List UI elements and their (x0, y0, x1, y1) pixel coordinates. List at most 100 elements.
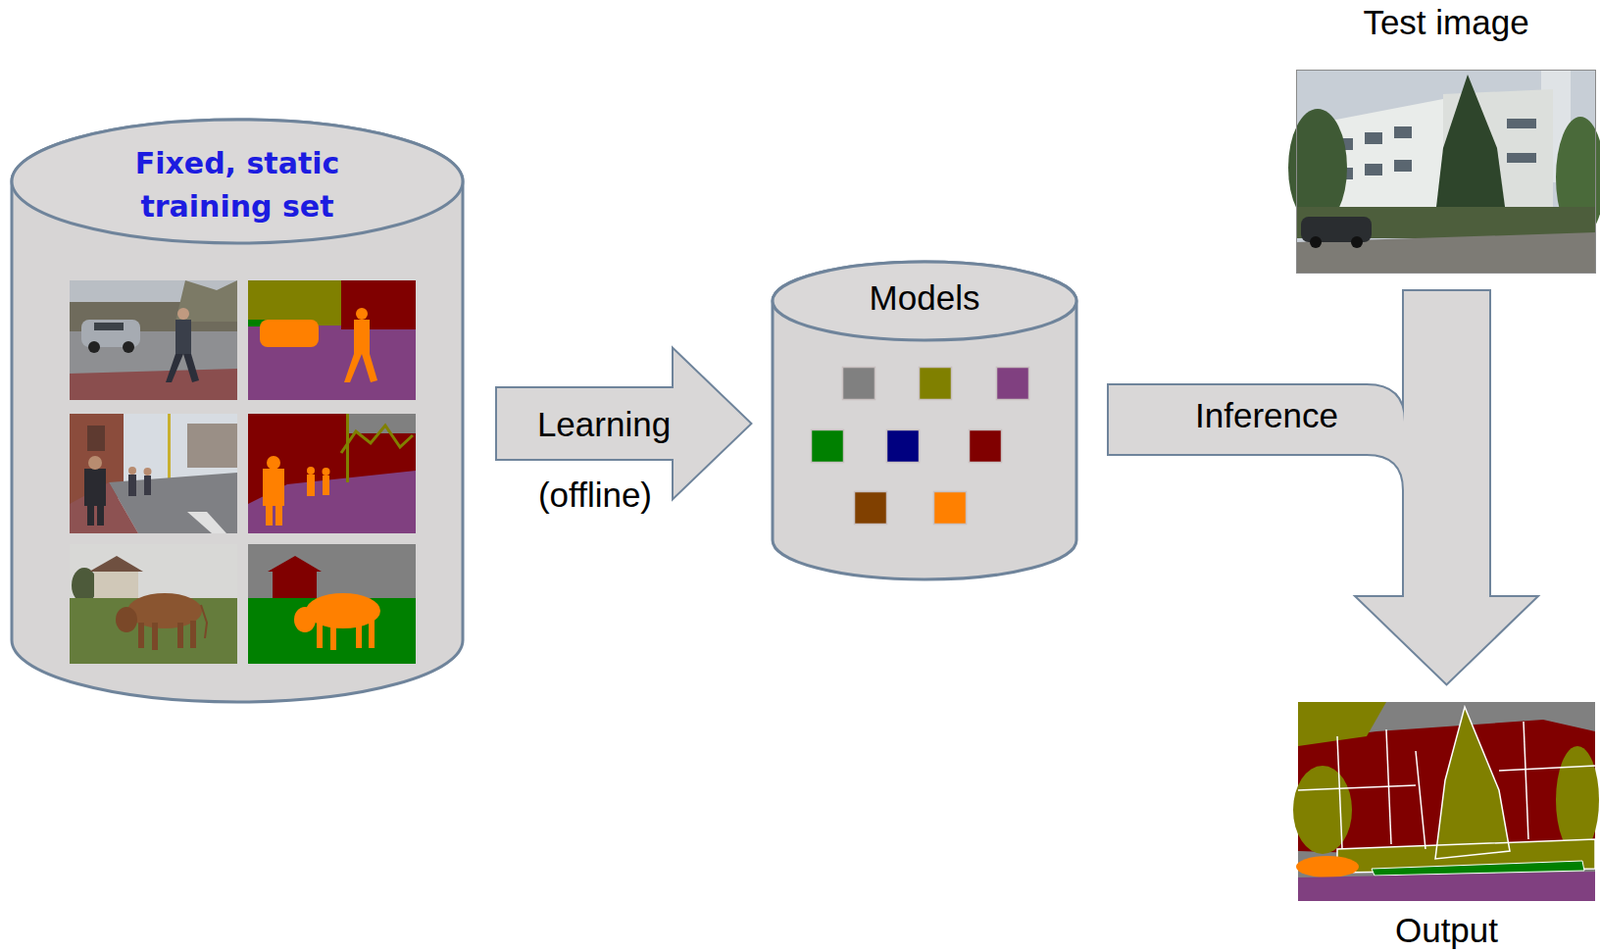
segmentation-map (248, 413, 416, 534)
cylinder-shape-part (11, 119, 463, 702)
output-segmentation-part (1298, 706, 1596, 873)
output-segmentation-part (1555, 746, 1600, 854)
segmentation-map-part (341, 280, 416, 330)
image-heading: Output (1395, 910, 1499, 950)
output-segmentation-part-part (1435, 706, 1510, 859)
cow-photo-part (190, 620, 197, 649)
output-segmentation-part (1293, 765, 1352, 854)
street-photo-part (69, 368, 238, 400)
test-image: Test image (1296, 69, 1597, 274)
cow-photo-part (69, 544, 238, 664)
test-photo-part (1506, 118, 1537, 129)
segmentation-map-part (265, 505, 273, 526)
test-photo (1296, 69, 1597, 274)
model-squares-part (811, 430, 845, 463)
output-segmentation (1298, 701, 1596, 901)
segmentation-map-part (272, 569, 317, 601)
segmentation-map-part (322, 467, 331, 476)
cylinder-title: Models (869, 278, 981, 318)
block-arrow-fill (497, 350, 750, 498)
segmentation-map-part (267, 555, 322, 572)
output-segmentation-part-part (1298, 785, 1416, 791)
model-squares-part (934, 492, 967, 525)
output-segmentation-part-part (1415, 750, 1426, 850)
street-photo-part (167, 413, 171, 483)
cow-photo-part (200, 604, 207, 639)
street-photo-part (187, 511, 227, 534)
street-photo-part (183, 353, 200, 383)
output-segmentation-part-part (1337, 736, 1343, 850)
segmentation-map-part (346, 413, 350, 483)
street-photo (69, 413, 238, 534)
street-photo-part (175, 319, 192, 354)
arrow-label: Learning (537, 404, 671, 445)
test-photo-part (1506, 152, 1537, 163)
segmentation-map-part (266, 455, 281, 470)
segmentation-map-part (294, 606, 316, 633)
cow-photo-part (115, 606, 138, 633)
street-photo-part (94, 322, 124, 331)
street-photo-part (88, 341, 100, 353)
test-photo-part (1394, 159, 1412, 172)
segmentation-map-part (344, 353, 362, 383)
arrow-label: Inference (1195, 396, 1339, 436)
segmentation-map-part (368, 620, 375, 649)
test-photo-part (1309, 236, 1322, 249)
image-heading: Test image (1362, 2, 1529, 43)
model-squares-part (997, 367, 1030, 400)
segmentation-map-part (322, 475, 330, 496)
segmentation-map-part (259, 319, 319, 348)
segmentation-map-part (262, 468, 285, 506)
cow-photo-part (94, 569, 139, 601)
segmentation-map-part (275, 505, 283, 526)
street-photo-part (144, 475, 151, 496)
model-squares-part (854, 492, 888, 525)
segmentation-map-part (316, 622, 323, 649)
cylinder-shape-part (772, 261, 1077, 580)
edge-note: (offline) (538, 475, 652, 515)
training-set-cylinder: Fixed, static training set (9, 117, 465, 704)
model-squares-part (969, 430, 1002, 463)
output-segmentation-part-part (1523, 721, 1529, 840)
street-photo (69, 280, 238, 400)
street-photo-part (187, 423, 238, 468)
segmentation-map (248, 544, 416, 664)
street-photo-part (87, 425, 105, 451)
block-arrow-fill (1108, 385, 1448, 491)
segmentation-map-part (306, 474, 315, 497)
test-photo-part (1350, 236, 1363, 249)
output-segmentation-part (1298, 701, 1387, 747)
segmentation-map-part (248, 544, 416, 664)
test-photo-part (1297, 70, 1597, 274)
street-photo-part (87, 505, 95, 526)
test-photo-part (1364, 163, 1383, 176)
street-photo-part (128, 474, 137, 497)
segmentation-map-part (330, 622, 337, 650)
cylinder-shape-part (11, 119, 463, 244)
cow-photo-part (151, 622, 158, 650)
model-squares-part (887, 430, 920, 463)
cylinder-shape-part (772, 261, 1077, 341)
cow-photo (69, 544, 238, 664)
segmentation-map-part (248, 280, 416, 400)
street-photo-part (88, 455, 102, 470)
output-segmentation-part (1435, 706, 1510, 859)
street-photo-part (144, 467, 152, 476)
street-photo-part (177, 307, 190, 320)
street-photo-part (69, 331, 238, 400)
street-photo-part (128, 466, 137, 475)
street-photo-part (165, 353, 184, 383)
block-arrow (497, 350, 750, 498)
street-photo-part (69, 413, 238, 534)
segmentation-map-part (353, 319, 370, 354)
segmentation-map-part (361, 353, 378, 383)
block-arrow (1108, 385, 1448, 491)
cow-photo-part (177, 622, 184, 649)
cow-photo-part (138, 622, 145, 649)
test-photo-part (1394, 126, 1412, 139)
segmentation-map (248, 280, 416, 400)
segmentation-map-part (341, 425, 413, 453)
segmentation-map-part (355, 622, 362, 649)
models-cylinder: Models (770, 259, 1079, 582)
